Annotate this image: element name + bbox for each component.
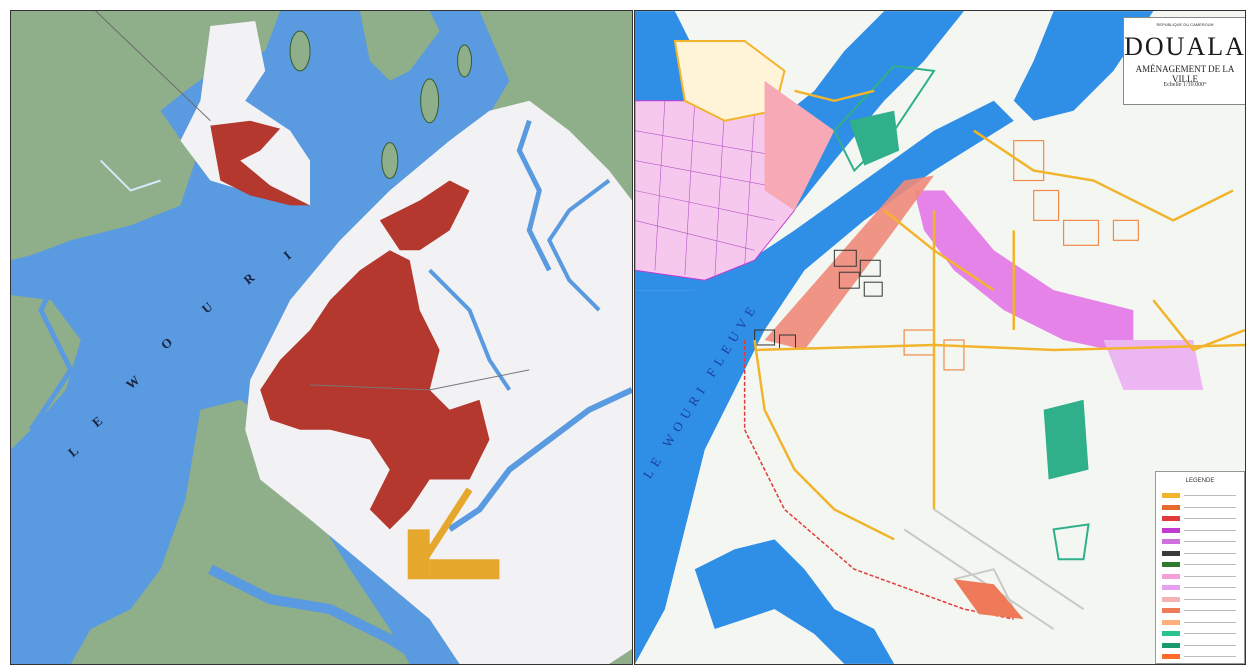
legend-swatch [1162, 493, 1180, 498]
legend-row [1162, 550, 1240, 558]
legend-swatch [1162, 516, 1180, 521]
legend-swatch [1162, 504, 1180, 510]
railway-line [95, 11, 211, 122]
map-title-box: REPUBLIQUE DU CAMEROUN DOUALA AMÉNAGEMEN… [1123, 17, 1246, 105]
creek-2 [546, 178, 611, 312]
right-map-canvas: LE WOURI FLEUVE [635, 11, 1245, 664]
legend-text-line [1184, 506, 1236, 508]
legend-swatch [1162, 562, 1180, 567]
legend-text-line [1184, 541, 1236, 542]
legend-title: LEGENDE [1185, 478, 1215, 484]
legend-swatch [1162, 573, 1180, 579]
legend-row [1162, 653, 1240, 661]
legend-row [1162, 607, 1240, 615]
legend-swatch [1162, 596, 1180, 602]
green-zone-east-1 [1043, 399, 1089, 480]
road-line [310, 369, 530, 391]
river-island-3 [420, 78, 440, 124]
legend-swatch [1162, 619, 1180, 625]
creek-6 [100, 159, 161, 192]
industrial-zone-east [1103, 339, 1204, 390]
legend-swatch [1162, 539, 1180, 544]
legend-row [1162, 630, 1240, 638]
airport [903, 508, 1085, 630]
legend-text-line [1184, 621, 1236, 623]
airport-zone [407, 487, 500, 580]
legend-row [1162, 527, 1240, 535]
legend-text-line [1184, 495, 1236, 496]
north-settlement-land [180, 21, 311, 206]
mangrove-northwest [11, 11, 281, 261]
legend-text-line [1184, 598, 1236, 600]
south-creek [694, 539, 895, 664]
legend-text-line [1184, 552, 1236, 554]
island-green-zone [849, 110, 900, 166]
creek-5 [28, 249, 74, 432]
legend-swatch [1162, 642, 1180, 648]
river-island-1 [289, 30, 311, 72]
legend-swatch [1162, 654, 1180, 659]
right-planning-map: LE WOURI FLEUVE REPUBLIQUE DU CAMEROUN D… [634, 10, 1246, 665]
legend-text-line [1184, 610, 1236, 611]
legend-text-line [1184, 575, 1236, 577]
city-boundary [743, 339, 1014, 620]
legend-row [1162, 584, 1240, 592]
creek-1 [516, 119, 552, 272]
pink-hatched-zone [764, 80, 835, 211]
map-scale: Echelle 1/10.000° [1163, 82, 1207, 88]
map-legend: LEGENDE [1155, 471, 1245, 664]
mangrove-south [70, 399, 410, 664]
legend-swatch [1162, 550, 1180, 556]
river-island-2 [381, 142, 399, 180]
island-outline [833, 64, 936, 173]
urban-area-central [260, 250, 490, 530]
legend-row [1162, 642, 1240, 650]
airport-hatch-zone [953, 579, 1024, 620]
urban-area-north [379, 180, 470, 251]
legend-row [1162, 561, 1240, 569]
port-zone [764, 175, 935, 350]
urban-area-northwest-village [210, 120, 311, 206]
left-historic-map: L E W O U R I [10, 10, 633, 665]
legend-text-line [1184, 518, 1236, 519]
legend-text-line [1184, 564, 1236, 565]
legend-text-line [1184, 644, 1236, 646]
left-map-canvas: L E W O U R I [11, 11, 632, 664]
industrial-zone [914, 190, 1134, 355]
legend-row [1162, 619, 1240, 627]
river-island-4 [457, 44, 473, 78]
legend-swatch [1162, 527, 1180, 533]
legend-row [1162, 515, 1240, 523]
legend-swatch [1162, 631, 1180, 636]
legend-row [1162, 596, 1240, 604]
road-network [753, 89, 1245, 541]
legend-row [1162, 573, 1240, 581]
city-core-grid [754, 249, 883, 350]
housing-clusters [903, 140, 1139, 371]
legend-text-line [1184, 529, 1236, 531]
legend-row [1162, 504, 1240, 512]
map-subtitle: AMÉNAGEMENT DE LA VILLE [1135, 64, 1235, 84]
legend-swatch [1162, 608, 1180, 613]
legend-text-line [1184, 587, 1236, 588]
wouri-river [635, 100, 1014, 664]
planned-grid-lines [635, 100, 805, 279]
map-title-country: REPUBLIQUE DU CAMEROUN [1156, 22, 1214, 27]
green-zone-east-2 [1052, 523, 1090, 561]
creek-3 [447, 387, 632, 532]
north-water [1013, 11, 1154, 121]
map-title: DOUALA [1124, 32, 1246, 61]
mangrove-north-island [359, 11, 440, 81]
legend-row [1162, 538, 1240, 546]
creek-4 [428, 268, 512, 391]
legend-text-line [1184, 633, 1236, 634]
legend-row [1162, 492, 1240, 500]
legend-text-line [1184, 656, 1236, 657]
legend-swatch [1162, 585, 1180, 590]
mangrove-west [11, 295, 81, 450]
south-channel [208, 564, 433, 664]
